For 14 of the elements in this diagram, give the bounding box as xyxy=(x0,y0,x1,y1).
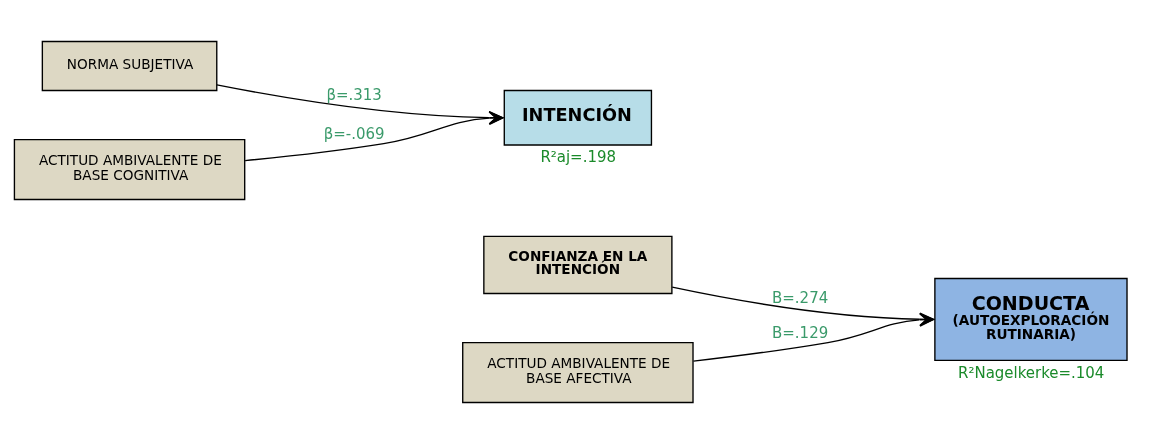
edge-label: B=.129 xyxy=(772,324,829,343)
edge-label: β=-.069 xyxy=(323,125,385,144)
node-label: R²Nagelkerke=.104 xyxy=(958,363,1105,382)
edge-label: β=.313 xyxy=(326,85,382,104)
arrow xyxy=(692,313,935,362)
node-label: R²aj=.198 xyxy=(540,148,616,167)
node-box: ACTITUD AMBIVALENTE DE BASE AFECTIVA xyxy=(462,341,694,404)
edge-label: B=.274 xyxy=(772,288,829,307)
node-box: CONFIANZA EN LA INTENCIÓN xyxy=(483,235,673,295)
arrow xyxy=(244,111,504,162)
node-box: ACTITUD AMBIVALENTE DE BASE COGNITIVA xyxy=(13,138,246,201)
node-box: NORMA SUBJETIVA xyxy=(41,40,218,92)
arrow xyxy=(216,84,504,125)
arrow xyxy=(671,286,935,327)
